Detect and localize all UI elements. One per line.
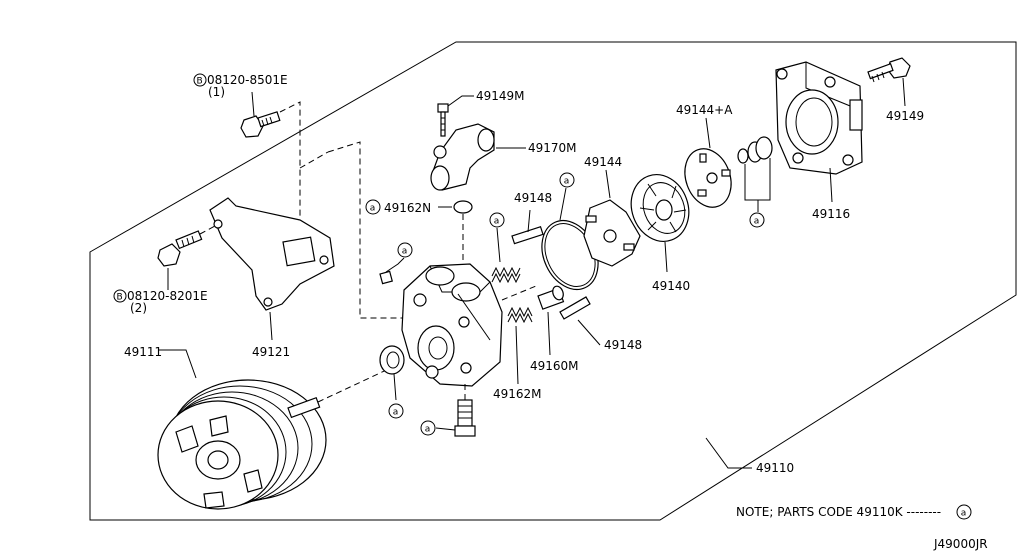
callout-49148-lower: 49148 <box>604 338 642 352</box>
bolt-49149 <box>867 57 911 83</box>
bolt-49149m <box>437 103 449 137</box>
callout-49110: 49110 <box>756 461 794 475</box>
diagram-code: J49000JR <box>933 537 988 551</box>
callout-49116: 49116 <box>812 207 850 221</box>
pressure-fitting <box>454 399 476 437</box>
callout-08120-8201e: 08120-8201E <box>127 289 208 303</box>
callout-08120-8201e-qty: (2) <box>130 301 147 315</box>
callout-08120-8501e-qty: (1) <box>208 85 225 99</box>
parts-code-note: NOTE; PARTS CODE 49110K -------- <box>736 505 941 519</box>
small-orings <box>737 136 773 164</box>
callout-49121: 49121 <box>252 345 290 359</box>
kit-symbol-fitting-letter: a <box>402 247 408 257</box>
pin-49148-lower <box>559 296 591 320</box>
bolt-symbol-2: B <box>117 293 123 303</box>
pin-49148-upper <box>511 225 544 245</box>
kit-symbol-orings <box>749 212 765 228</box>
bracket-49121 <box>209 197 335 311</box>
kit-symbol-fitting <box>397 242 413 258</box>
oil-seal <box>379 345 405 375</box>
assembly-boundary <box>89 41 1017 521</box>
bolt-08120-8501e <box>240 111 281 138</box>
valve-49160m <box>537 285 565 310</box>
callout-49149: 49149 <box>886 109 924 123</box>
kit-symbol-seal-letter: a <box>393 408 399 418</box>
callout-49162m: 49162M <box>493 387 542 401</box>
kit-symbol-pressure-letter: a <box>425 425 431 435</box>
kit-symbol-oring <box>559 172 575 188</box>
kit-symbol-49162n-letter: a <box>370 204 376 214</box>
callout-49144: 49144 <box>584 155 622 169</box>
callout-49170m: 49170M <box>528 141 577 155</box>
kit-symbol-note-letter: a <box>961 509 967 519</box>
cam-ring-49144 <box>583 199 641 267</box>
callout-49148-upper: 49148 <box>514 191 552 205</box>
kit-symbol-pressure <box>420 420 436 436</box>
callout-49140: 49140 <box>652 279 690 293</box>
callout-08120-8501e: 08120-8501E <box>207 73 288 87</box>
kit-symbol-seal <box>388 403 404 419</box>
callout-49162n: 49162N <box>384 201 431 215</box>
bolt-symbol-circle-1 <box>193 73 207 87</box>
rotor-49140 <box>630 174 690 242</box>
plate-49144-a <box>684 148 732 208</box>
callout-49149m: 49149M <box>476 89 525 103</box>
spring-49162m <box>507 306 533 324</box>
pump-housing <box>401 263 503 387</box>
callout-49144-a: 49144+A <box>676 103 733 117</box>
bolt-symbol-1: B <box>197 77 203 87</box>
bolt-08120-8201e <box>157 230 203 267</box>
spring-upper <box>491 266 521 284</box>
pulley-49111 <box>157 379 327 510</box>
kit-symbol-orings-letter: a <box>754 217 760 227</box>
kit-symbol-49162n <box>365 199 381 215</box>
callout-49111: 49111 <box>124 345 162 359</box>
kit-symbol-spring-upper-letter: a <box>494 217 500 227</box>
kit-symbol-oring-letter: a <box>564 177 570 187</box>
elbow-49170m <box>430 123 495 191</box>
connector-fitting <box>379 270 393 285</box>
bolt-symbol-circle-2 <box>113 289 127 303</box>
kit-symbol-spring-upper <box>489 212 505 228</box>
kit-symbol-note <box>956 504 972 520</box>
callout-49160m: 49160M <box>530 359 579 373</box>
oring-49162n <box>453 200 473 214</box>
rear-cover-49116 <box>775 61 863 175</box>
